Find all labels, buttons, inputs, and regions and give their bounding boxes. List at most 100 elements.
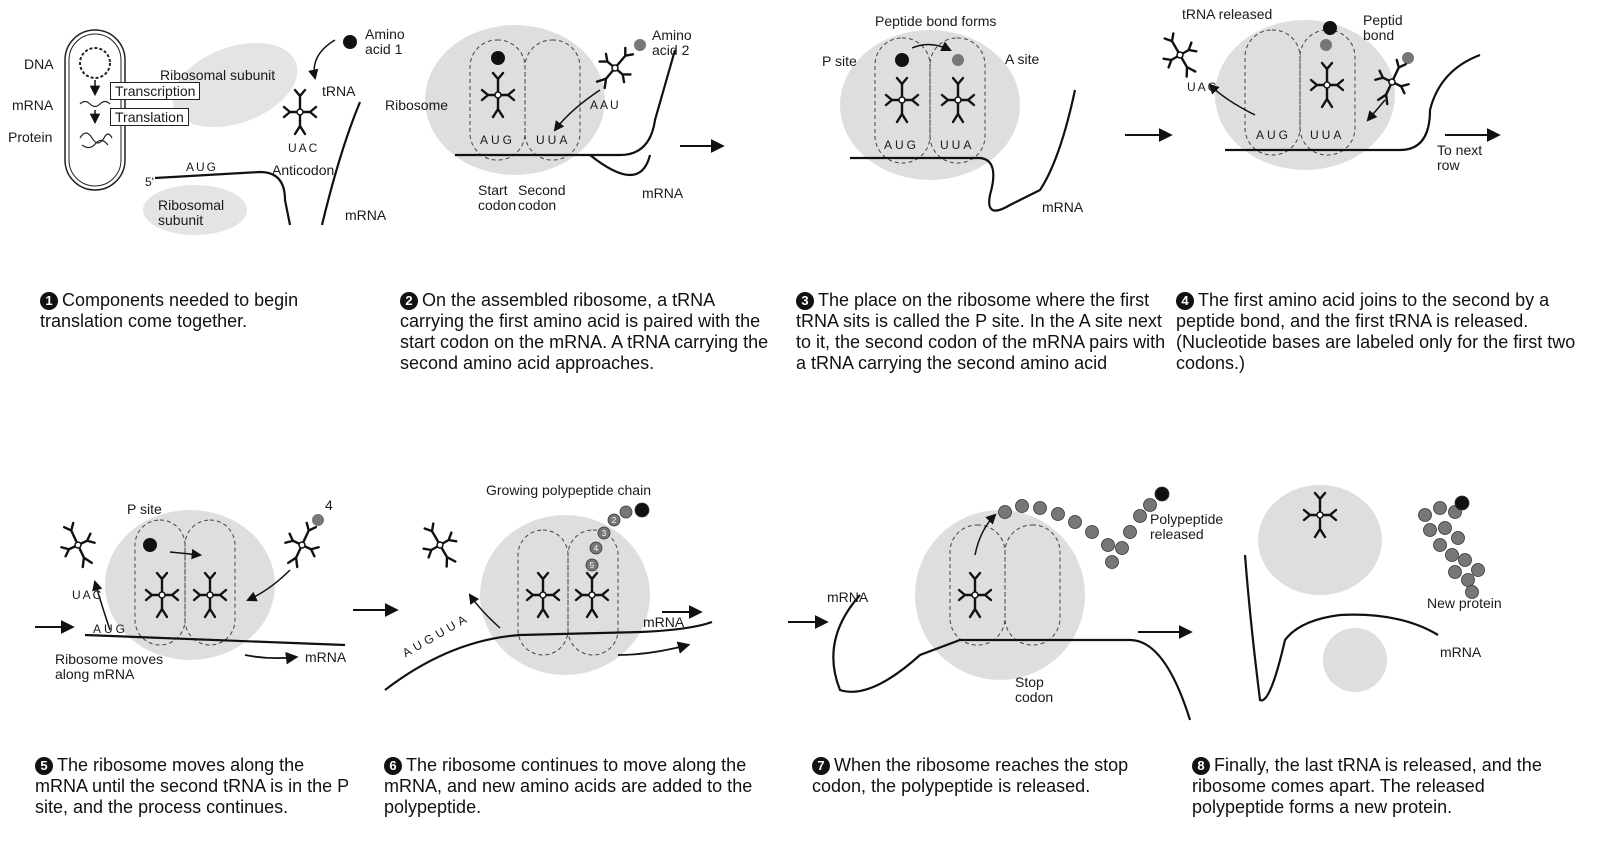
codon-1-bases: AUG (1256, 128, 1291, 143)
mrna-label-8: mRNA (1440, 645, 1481, 660)
mrna-label: mRNA (12, 98, 53, 113)
step-number-badge: 7 (812, 757, 830, 775)
trna-released-icon (415, 518, 465, 572)
arrow-icon (314, 40, 335, 78)
p-site-label: P site (127, 502, 162, 517)
codon-1-bases: AUG (480, 133, 515, 148)
amino-acid-bead (1124, 526, 1137, 539)
amino-acid-1-icon (143, 538, 157, 552)
mrna-label-3: mRNA (1042, 200, 1083, 215)
amino-acid-bead (1434, 539, 1447, 552)
amino-acid-number: 4 (594, 544, 599, 553)
panel-3-art (840, 30, 1075, 211)
panel-2-art (425, 25, 675, 175)
amino-acid-1-icon (895, 53, 909, 67)
mrna-squiggle-icon (80, 102, 110, 107)
amino-acid-bead (1419, 509, 1432, 522)
anticodon-label: Anticodon (272, 163, 334, 178)
mrna-label-1: mRNA (345, 208, 386, 223)
peptide-bond-label: Peptid bond (1363, 13, 1403, 43)
amino-acid-bead (1052, 508, 1065, 521)
caption-text: The first amino acid joins to the second… (1176, 290, 1575, 373)
start-codon-label: Start codon (478, 183, 516, 213)
protein-label: Protein (8, 130, 52, 145)
dna-label: DNA (24, 57, 54, 72)
amino-acid-1-label: Amino acid 1 (365, 27, 405, 57)
caption-text: When the ribosome reaches the stop codon… (812, 755, 1128, 796)
trna-label: tRNA (322, 84, 355, 99)
mrna-tail-2 (590, 155, 650, 175)
caption-text: The place on the ribosome where the firs… (796, 290, 1165, 373)
step-number-badge: 8 (1192, 757, 1210, 775)
stop-codon-label: Stop codon (1015, 675, 1053, 705)
amino-acid-number: 2 (612, 516, 617, 525)
codon-2-bases: UUA (940, 138, 974, 153)
amino-acid-bead (1155, 487, 1169, 501)
amino-acid-bead (1472, 564, 1485, 577)
released-bases: UAC (1187, 80, 1218, 95)
amino-acid-1-icon (1323, 21, 1337, 35)
growing-chain-label: Growing polypeptide chain (486, 483, 651, 498)
amino-acid-bead (999, 506, 1012, 519)
amino-acid-number: 3 (602, 529, 607, 538)
amino-acid-number: 5 (590, 561, 595, 570)
caption-text: Finally, the last tRNA is released, and … (1192, 755, 1542, 817)
caption-text: The ribosome continues to move along the… (384, 755, 752, 817)
panel-5-art (35, 510, 345, 660)
step-number-badge: 5 (35, 757, 53, 775)
ribosomal-subunit-bottom-label: Ribosomal subunit (158, 198, 224, 228)
five-prime-label: 5' (145, 175, 154, 190)
step-4-number: 4 (325, 498, 333, 513)
ribosome-moves-label: Ribosome moves along mRNA (55, 652, 163, 682)
amino-acid-bead (1144, 499, 1157, 512)
new-protein-label: New protein (1427, 596, 1502, 611)
trna-released-icon (54, 518, 102, 571)
amino-acid-4-icon (312, 514, 324, 526)
to-next-row-label: To next row (1437, 143, 1482, 173)
mrna-label-6: mRNA (643, 615, 684, 630)
step-number-badge: 2 (400, 292, 418, 310)
amino-acid-bead (1106, 556, 1119, 569)
ribosome-small-subunit (1323, 628, 1387, 692)
amino-acid-3-icon (1402, 52, 1414, 64)
step-number-badge: 6 (384, 757, 402, 775)
dna-circle-icon (80, 48, 110, 78)
amino-acid-2-icon (1320, 39, 1332, 51)
codon-1-bases: AUG (884, 138, 919, 153)
amino-acid-bead (1455, 496, 1469, 510)
codon-2-bases: UUA (1310, 128, 1344, 143)
protein-squiggle-icon (80, 133, 112, 148)
amino-acid-bead (1439, 522, 1452, 535)
anticodon-2-bases: AAU (590, 98, 621, 113)
amino-acid-bead (635, 503, 649, 517)
mrna-label-7: mRNA (827, 590, 868, 605)
ribosome-label: Ribosome (385, 98, 448, 113)
peptide-bond-forms-label: Peptide bond forms (875, 14, 996, 29)
panel-6-art: 5 432 (385, 503, 712, 690)
step-number-badge: 1 (40, 292, 58, 310)
amino-acid-bead (1016, 500, 1029, 513)
trna-icon (284, 90, 316, 134)
amino-acid-bead (1449, 566, 1462, 579)
amino-acid-bead (1452, 532, 1465, 545)
new-protein-cluster (1419, 496, 1485, 599)
caption-5: 5The ribosome moves along the mRNA until… (35, 755, 355, 818)
amino-acid-bead (1069, 516, 1082, 529)
caption-8: 8Finally, the last tRNA is released, and… (1192, 755, 1552, 818)
amino-acid-bead (1462, 574, 1475, 587)
trna-released-label: tRNA released (1182, 7, 1272, 22)
step-number-badge: 3 (796, 292, 814, 310)
panel-8-art (1245, 485, 1485, 700)
mrna-label-5: mRNA (305, 650, 346, 665)
amino-acid-bead (1034, 502, 1047, 515)
amino-acid-bead (1102, 539, 1115, 552)
codon-2-bases: UUA (536, 133, 570, 148)
codon-bases: AUG (93, 622, 128, 637)
translation-box: Translation (110, 108, 189, 126)
amino-acid-2-icon (634, 39, 646, 51)
amino-acid-bead (620, 506, 632, 518)
mrna-direction-arrow (245, 655, 296, 658)
